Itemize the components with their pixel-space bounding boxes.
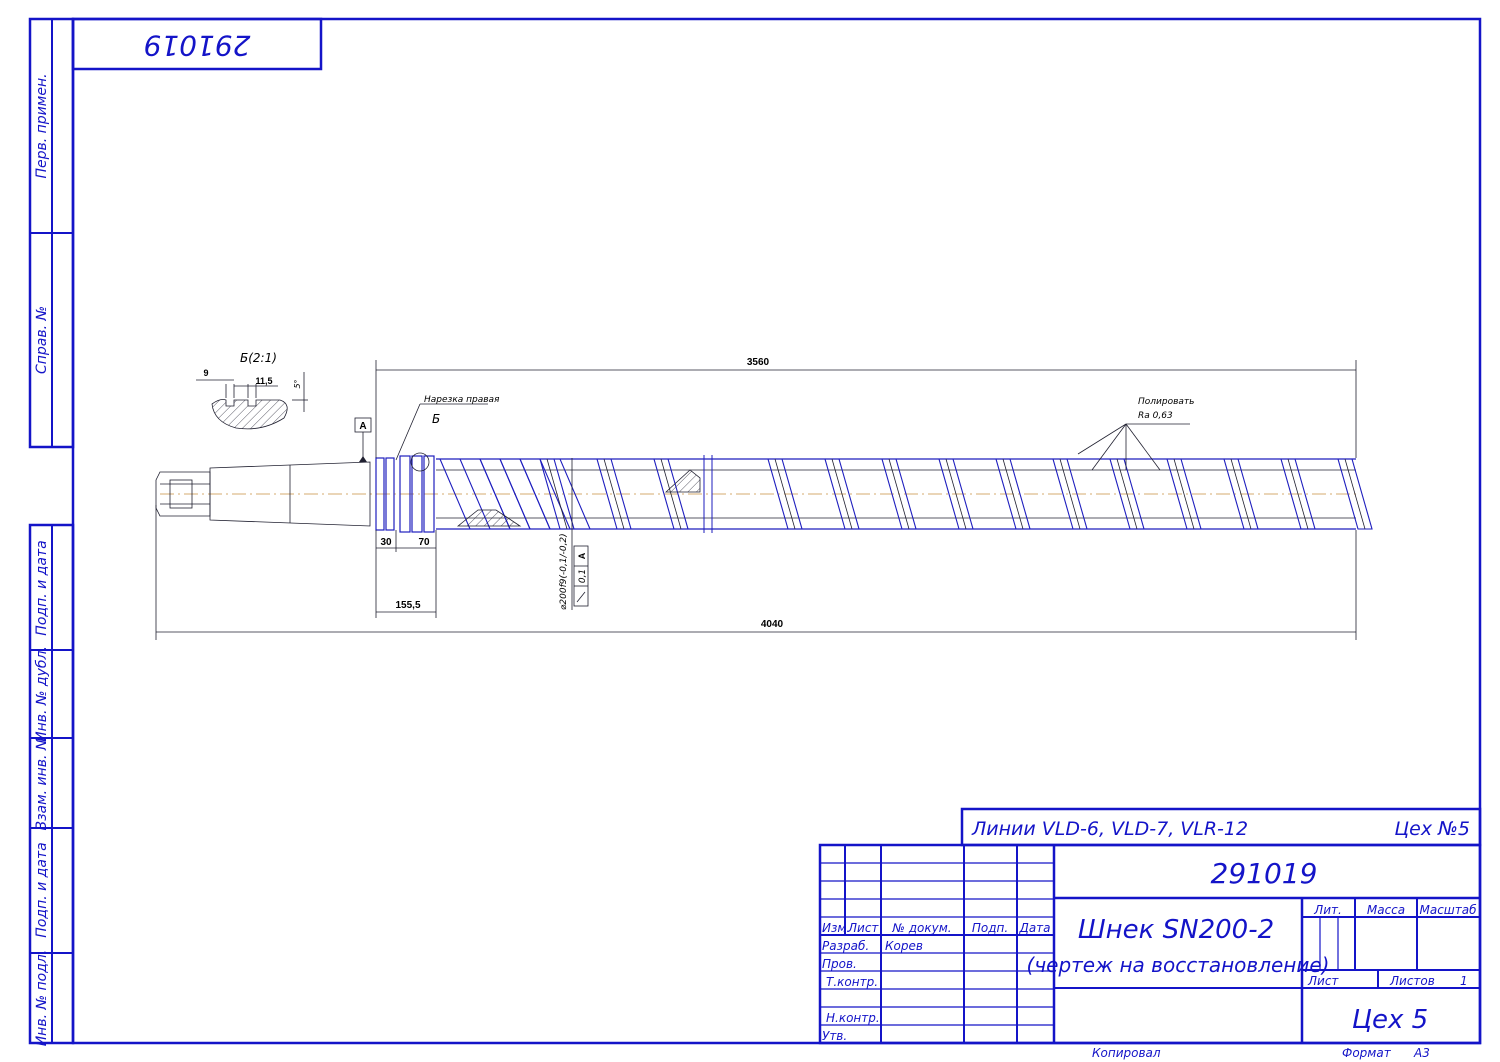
lit-label: Лит. [1313, 903, 1342, 917]
runout-value: 0,1 [578, 569, 588, 583]
side-label-sprav: Справ. № [34, 306, 50, 374]
copied-label: Копировал [1092, 1046, 1161, 1060]
thread-mark: Б [432, 412, 440, 426]
sheets-label: Листов [1389, 974, 1435, 988]
scale-label: Масштаб [1419, 903, 1477, 917]
detail-title: Б(2:1) [240, 351, 277, 365]
dim-70: 70 [418, 537, 430, 548]
org-name: Цех 5 [1352, 1005, 1428, 1035]
col-list: Лист [847, 921, 879, 935]
screw-flight [1280, 458, 1316, 530]
screw-flight [995, 458, 1031, 530]
title-block: Линии VLD-6, VLD-7, VLR-12 Цех №5 291019… [818, 807, 1482, 1060]
name-line-1: Шнек SN200-2 [1078, 915, 1274, 945]
developer-name: Корев [885, 939, 923, 953]
flight-crest-line [1116, 458, 1138, 530]
dim-3560: 3560 [747, 357, 770, 368]
dimensions: 3560 4040 30 70 155,5 А Нарезка правая Б… [155, 357, 1357, 640]
runout-datum: А [577, 552, 587, 559]
dim-155: 155,5 [395, 600, 420, 611]
detail-angle: 5° [293, 379, 302, 388]
row-razrab: Разраб. [822, 939, 869, 953]
side-label-inv-dubl: Инв. № дубл. [34, 646, 50, 742]
ra-note: Ra 0,63 [1138, 411, 1173, 421]
polish-note: Полировать [1138, 397, 1194, 407]
flight-crest-line [603, 458, 625, 530]
format-label: Формат [1342, 1046, 1392, 1060]
col-date: Дата [1018, 921, 1050, 935]
screw-flight [653, 458, 689, 530]
screw-flight [881, 458, 917, 530]
flight-crest-line [1287, 458, 1309, 530]
diameter-callout: ⌀200f9(-0,1/-0,2) [559, 533, 569, 610]
screw-flight [824, 458, 860, 530]
detail-dim-9: 9 [203, 368, 208, 378]
screw-flight [1223, 458, 1259, 530]
sheets-value: 1 [1460, 974, 1468, 988]
side-label-vzam: Взам. инв. № [34, 735, 50, 830]
col-doc: № докум. [891, 921, 951, 935]
screw-flight [767, 458, 803, 530]
line-note: Линии VLD-6, VLD-7, VLR-12 [971, 818, 1248, 840]
dim-30: 30 [380, 537, 392, 548]
side-labels: Перв. примен. Справ. № Подп. и дата Инв.… [34, 73, 50, 1046]
detail-b: Б(2:1) 9 11,5 5° [196, 351, 308, 430]
drawing-frame [28, 17, 1482, 1045]
flight-crest-line [888, 458, 910, 530]
flight-crest-line [774, 458, 796, 530]
screw-flight [938, 458, 974, 530]
flight-crest-line [1344, 458, 1366, 530]
side-label-perv: Перв. примен. [34, 73, 50, 178]
screw-flight [1109, 458, 1145, 530]
mass-label: Масса [1367, 903, 1405, 917]
flight-crest-line [831, 458, 853, 530]
side-label-inv-podl: Инв. № подл. [34, 950, 50, 1047]
thread-note: Нарезка правая [424, 395, 500, 405]
row-nkontr: Н.контр. [826, 1011, 880, 1025]
detail-dim-115: 11,5 [255, 376, 272, 386]
col-izm: Изм. [822, 921, 850, 935]
row-utv: Утв. [822, 1029, 847, 1043]
screw-flight [539, 458, 575, 530]
screw-flight [1337, 458, 1373, 530]
screw-view [155, 455, 1373, 533]
screw-flight [1166, 458, 1202, 530]
side-label-podp2: Подп. и дата [34, 842, 50, 937]
workshop-note: Цех №5 [1394, 818, 1470, 840]
stamp-number: 291019 [144, 29, 251, 62]
flight-crest-line [546, 458, 568, 530]
col-podp: Подп. [972, 921, 1008, 935]
flight-crest-line [1173, 458, 1195, 530]
screw-flight [596, 458, 632, 530]
row-prov: Пров. [822, 957, 857, 971]
flight-crest-line [660, 458, 682, 530]
designation: 291019 [1211, 857, 1318, 890]
sheet-label: Лист [1307, 974, 1339, 988]
side-label-podp1: Подп. и дата [34, 540, 50, 635]
name-line-2: (чертеж на восстановление) [1027, 953, 1330, 977]
flight-crest-line [1230, 458, 1252, 530]
flight-crest-line [1059, 458, 1081, 530]
format-value: А3 [1413, 1046, 1430, 1060]
flight-crest-line [945, 458, 967, 530]
row-tkontr: Т.контр. [826, 975, 878, 989]
screw-flight [1052, 458, 1088, 530]
flight-crest-line [1002, 458, 1024, 530]
dim-4040: 4040 [761, 619, 784, 630]
datum-a: А [359, 421, 366, 432]
